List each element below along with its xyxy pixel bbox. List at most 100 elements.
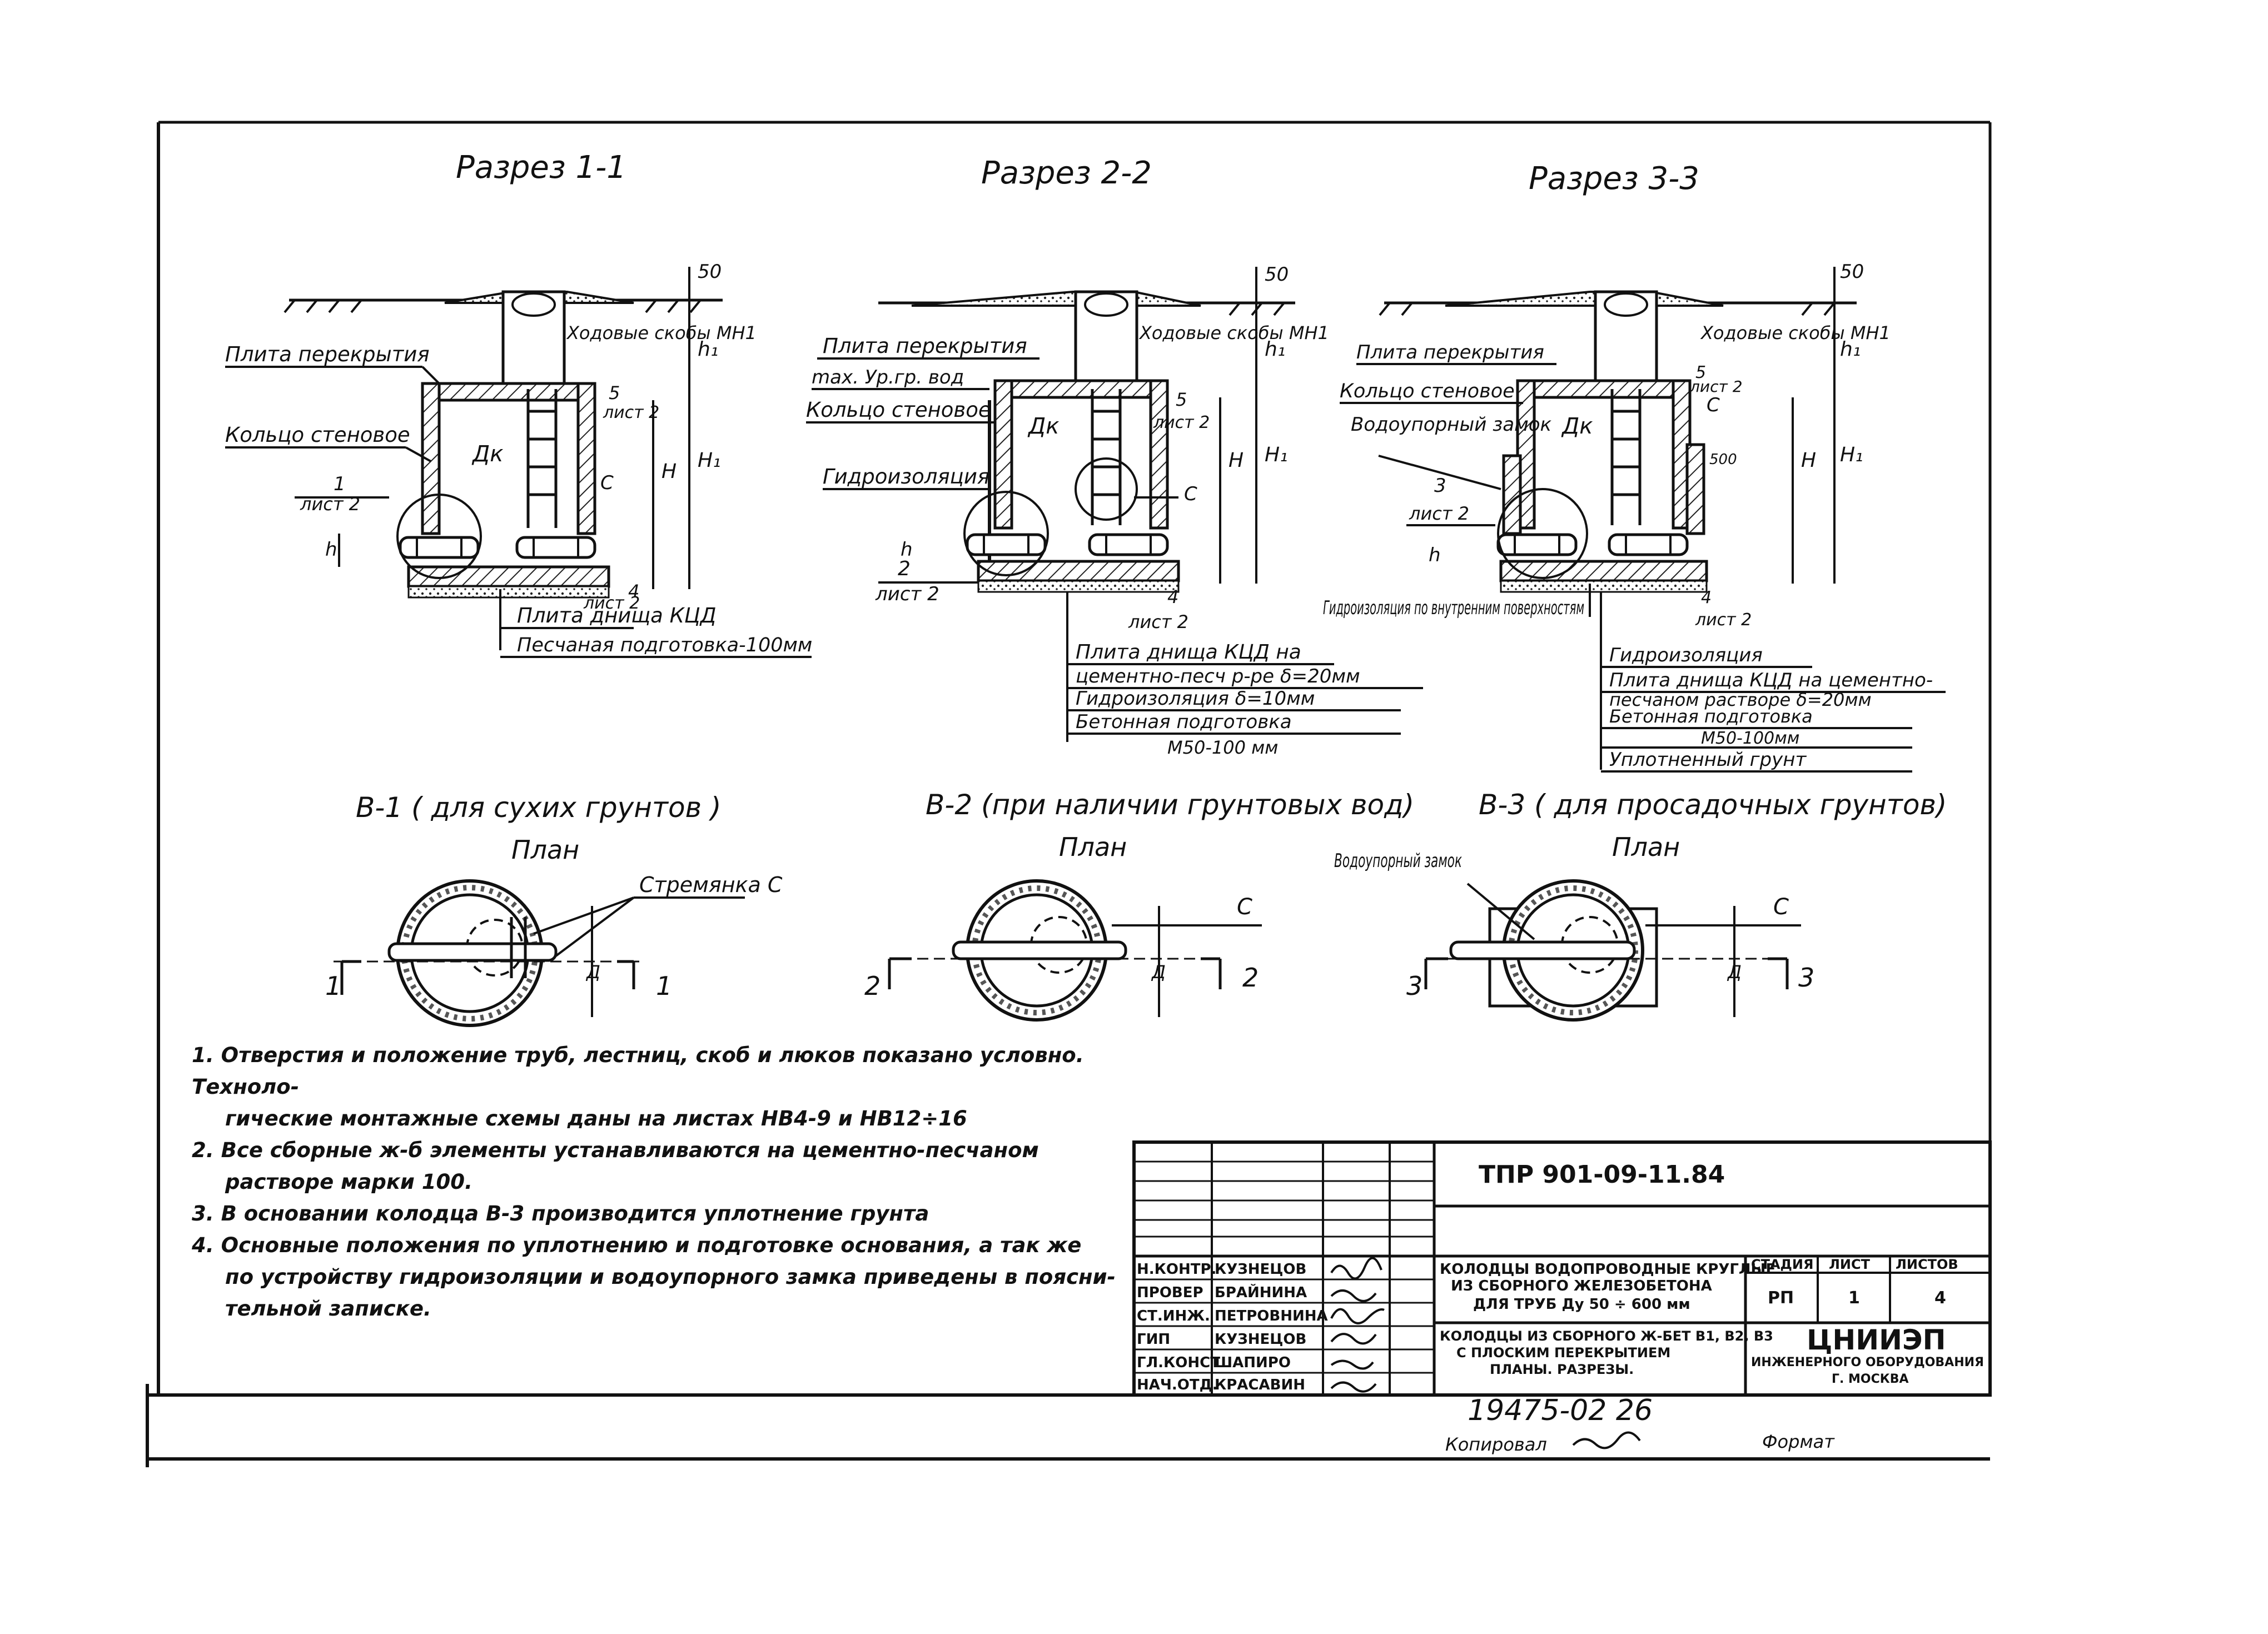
plan-b1: В-1 ( для сухих грунтов ) План Стремянка… — [325, 791, 783, 1027]
s2-spec-5: М50-100 мм — [1167, 737, 1278, 758]
s2-spec-4: Бетонная подготовка — [1076, 711, 1292, 733]
title-block: ТПР 901-09-11.84 Н.КОНТР. КУЗНЕЦОВ ПРОВЕ… — [1132, 1140, 1992, 1397]
subtitle-line-2: С ПЛОСКИМ ПЕРЕКРЫТИЕМ — [1456, 1345, 1670, 1361]
s1-label-steps: Ходовые скобы МН1 — [566, 322, 757, 343]
title-line-2: ИЗ СБОРНОГО ЖЕЛЕЗОБЕТОНА — [1451, 1278, 1712, 1294]
s3-spec-6: Уплотненный грунт — [1609, 749, 1807, 771]
s3-dim-H1: H₁ — [1840, 444, 1863, 466]
s3-label-lock: Водоупорный замок — [1351, 414, 1552, 436]
s3-ref-4: 4 — [1701, 588, 1712, 607]
title-line-3: ДЛЯ ТРУБ Ду 50 ÷ 600 мм — [1473, 1296, 1690, 1313]
note-line-4: растворе марки 100. — [225, 1170, 473, 1194]
note-line-1: 1. Отверстия и положение труб, лестниц, … — [192, 1043, 1084, 1099]
s1-ref-4: 4 — [628, 581, 639, 602]
s3-label-slab: Плита перекрытия — [1356, 341, 1544, 363]
subtitle-line-3: ПЛАНЫ. РАЗРЕЗЫ. — [1490, 1362, 1634, 1377]
s3-dk: Дк — [1561, 414, 1593, 439]
plan-b1-d: Д — [585, 962, 600, 983]
s2-dim-50: 50 — [1265, 263, 1289, 286]
s1-ref-1: 1 — [334, 473, 346, 495]
plan-b1-title: План — [511, 835, 579, 865]
plan-b2-c: С — [1237, 894, 1252, 920]
s1-dim-H: H — [662, 460, 677, 483]
s1-dim-50: 50 — [698, 261, 722, 283]
plan-b2-title: План — [1059, 832, 1127, 862]
s2-ref-4: 4 — [1167, 586, 1178, 607]
s1-dk: Дк — [471, 441, 503, 467]
note-line-5: 3. В основании колодца В-3 производится … — [192, 1202, 929, 1226]
s1-dim-H1: H₁ — [698, 449, 721, 472]
note-line-2: гические монтажные схемы даны на листах … — [225, 1107, 967, 1130]
section-3-3: Разрез 3-3 50 h₁ H₁ H h Дк С 500 — [1323, 161, 1946, 773]
s3-ref-5-sheet: лист 2 — [1689, 377, 1743, 396]
plan-b3-d: Д — [1727, 962, 1742, 983]
s1-ref-4-sheet: лист 2 — [583, 594, 640, 613]
s1-label-ring: Кольцо стеновое — [225, 423, 410, 447]
s1-dim-h: h — [325, 539, 337, 561]
s2-ref-5-sheet: лист 2 — [1153, 413, 1210, 432]
sheets-header: ЛИСТОВ — [1896, 1257, 1958, 1272]
section-3-title: Разрез 3-3 — [1529, 161, 1699, 197]
staff-role-5: ГЛ.КОНСТ — [1137, 1354, 1220, 1371]
s3-label-steps: Ходовые скобы МН1 — [1700, 322, 1891, 343]
staff-role-6: НАЧ.ОТД. — [1137, 1377, 1218, 1393]
s2-spec-3: Гидроизоляция δ=10мм — [1076, 688, 1315, 710]
staff-name-1: КУЗНЕЦОВ — [1215, 1261, 1306, 1278]
note-line-8: тельной записке. — [225, 1297, 431, 1321]
plan-b3: В-3 ( для просадочных грунтов) План Водо… — [1334, 789, 1947, 1022]
s3-c: С — [1707, 394, 1720, 416]
plan-b3-cut-right: 3 — [1798, 963, 1814, 993]
plan-b1-cut-left: 1 — [325, 971, 341, 1001]
s2-spec-1: Плита днища КЦД на — [1076, 641, 1301, 664]
s3-dim-h: h — [1429, 544, 1441, 566]
sheet-header: ЛИСТ — [1829, 1257, 1871, 1272]
staff-name-2: БРАЙНИНА — [1215, 1283, 1307, 1301]
plan-b3-label: Водоупорный замок — [1334, 850, 1462, 872]
signatures — [1330, 1257, 1385, 1393]
section-2-2: Разрез 2-2 50 h₁ H₁ H h Дк С Плита перек… — [806, 155, 1423, 758]
s2-ref-5: 5 — [1176, 389, 1187, 410]
s1-label-slab: Плита перекрытия — [225, 342, 430, 366]
format-label: Формат — [1762, 1431, 1835, 1452]
s1-c: С — [600, 472, 614, 494]
s1-label-sand: Песчаная подготовка-100мм — [517, 634, 812, 656]
section-1-1: Разрез 1-1 50 h — [225, 150, 812, 658]
s1-dim-h1: h₁ — [698, 338, 718, 361]
copied-label: Копировал — [1445, 1434, 1547, 1455]
staff-role-4: ГИП — [1137, 1331, 1170, 1348]
staff-role-2: ПРОВЕР — [1137, 1284, 1203, 1301]
ground-hatch-1 — [284, 299, 702, 313]
s2-dim-h: h — [901, 539, 913, 561]
s3-label-ring: Кольцо стеновое — [1340, 380, 1515, 402]
s1-label-base: Плита днища КЦД — [517, 604, 717, 627]
s3-ref-3: 3 — [1434, 475, 1446, 497]
note-line-7: по устройству гидроизоляции и водоупорно… — [225, 1265, 1116, 1289]
plan-b1-heading: В-1 ( для сухих грунтов ) — [356, 791, 721, 824]
s3-spec-1: Гидроизоляция — [1609, 644, 1763, 666]
sheets-value: 4 — [1934, 1288, 1946, 1308]
plan-b2-heading: В-2 (при наличии грунтовых вод) — [926, 789, 1414, 821]
section-1-title: Разрез 1-1 — [456, 150, 626, 186]
s3-dim-h1: h₁ — [1840, 338, 1861, 361]
org-line-3: Г. МОСКВА — [1832, 1372, 1909, 1386]
note-line-6: 4. Основные положения по уплотнению и по… — [192, 1233, 1082, 1257]
s2-label-gw: max. Ур.гр. вод — [812, 366, 964, 388]
s2-label-waterproof: Гидроизоляция — [823, 465, 989, 489]
plan-b2-cut-left: 2 — [864, 971, 881, 1001]
plan-b1-cut-right: 1 — [656, 971, 672, 1001]
s3-spec-3: песчаном растворе δ=20мм — [1609, 689, 1872, 710]
s3-label-inner-wp: Гидроизоляция по внутренним поверхностям — [1323, 597, 1584, 619]
staff-role-1: Н.КОНТР. — [1137, 1261, 1216, 1278]
plan-b3-cut-left: 3 — [1406, 971, 1423, 1001]
plan-b3-title: План — [1612, 832, 1680, 862]
plan-b2-d: Д — [1151, 962, 1166, 983]
s2-c: С — [1184, 483, 1197, 505]
plan-b2: В-2 (при наличии грунтовых вод) План С Д… — [864, 789, 1414, 1022]
archive-number: 19475-02 26 — [1468, 1394, 1653, 1427]
stage-header: СТАДИЯ — [1751, 1257, 1814, 1272]
sheet-value: 1 — [1848, 1288, 1860, 1308]
s2-label-slab: Плита перекрытия — [823, 334, 1027, 358]
s2-dk: Дк — [1027, 414, 1059, 439]
s3-dim-50: 50 — [1840, 261, 1864, 283]
